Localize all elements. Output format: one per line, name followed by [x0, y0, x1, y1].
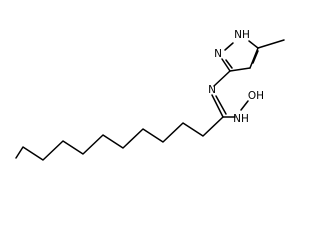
amidoxime-group [211, 70, 249, 118]
bond-n2-c3 [221, 58, 231, 72]
bond-c3-nimine [213, 70, 231, 87]
bond-nimine-camidine [211, 94, 224, 118]
bond-c4-c5-inner [252, 50, 259, 64]
pyrazole-ring [221, 39, 285, 72]
bond-n2-c3-inner [225, 59, 233, 69]
atom-label-n1h: NH [234, 29, 250, 41]
bond-c3-c4 [229, 67, 251, 72]
diagram-background [0, 0, 310, 221]
bond-c5-n1 [248, 40, 259, 49]
chemical-structure-diagram: NH N N OH NH [0, 0, 310, 221]
bond-n1-n2 [224, 42, 234, 51]
bond-c5-methyl [257, 39, 285, 49]
bond-nimine-camidine-inner [215, 95, 227, 115]
alkyl-chain [15, 116, 224, 161]
bond-nh-oh [240, 100, 249, 111]
atom-label-oh: OH [248, 90, 264, 102]
atom-label-nh: NH [233, 113, 249, 125]
atom-label-n2: N [214, 48, 222, 60]
bond-c4-c5 [249, 47, 259, 69]
atom-label-n-imine: N [208, 84, 216, 96]
